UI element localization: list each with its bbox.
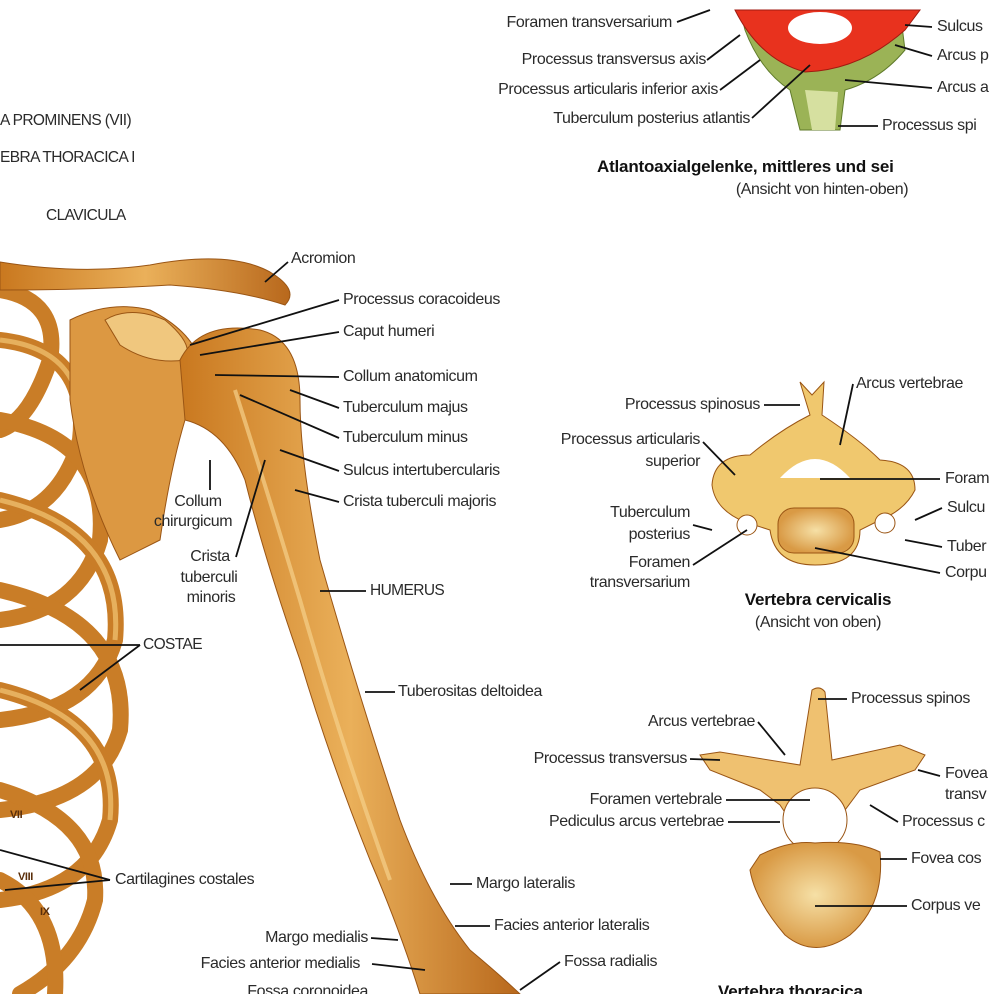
label-cervical-tuberculum: Tuber: [947, 538, 987, 555]
thoracic-vertebra-drawing: [699, 687, 926, 948]
label-processus-spinosus-axis: Processus spi: [882, 117, 977, 134]
label-tuberculum-minus: Tuberculum minus: [343, 429, 468, 446]
label-foramen-transversarium-1: Foramen: [628, 554, 691, 571]
cervical-vertebra-drawing: [711, 380, 916, 566]
label-sulcus: Sulcus: [937, 18, 983, 35]
clavicle-drawing: [0, 258, 291, 306]
label-tuberculum-posterius-atlantis: Tuberculum posterius atlantis: [553, 110, 750, 127]
label-tuberculum-majus: Tuberculum majus: [343, 399, 468, 416]
label-caput-humeri: Caput humeri: [343, 323, 435, 340]
label-facies-anterior-lateralis: Facies anterior lateralis: [494, 917, 650, 934]
label-margo-medialis: Margo medialis: [265, 929, 368, 946]
label-collum-chirurgicum-1: Collum: [174, 493, 222, 510]
label-fossa-coronoidea: Fossa coronoidea: [247, 983, 368, 994]
leader-lines: [0, 9, 943, 991]
label-clavicula: CLAVICULA: [46, 207, 126, 224]
label-cervical-sulcus: Sulcu: [947, 499, 986, 516]
label-pediculus-arcus-vertebrae: Pediculus arcus vertebrae: [549, 813, 724, 830]
label-cervical-corpus: Corpu: [945, 564, 987, 581]
label-cervical-arcus-vertebrae: Arcus vertebrae: [856, 375, 963, 392]
label-cervical-processus-spinosus: Processus spinosus: [624, 396, 760, 413]
label-processus-coracoideus: Processus coracoideus: [343, 291, 501, 308]
label-tuberculum-posterius-1: Tuberculum: [610, 504, 690, 521]
label-collum-chirurgicum-2: chirurgicum: [153, 513, 233, 530]
label-tuberculum-posterius-2: posterius: [628, 526, 691, 543]
label-foramen-transversarium-atlas: Foramen transversarium: [506, 14, 673, 31]
label-foramen-vertebrale: Foramen vertebrale: [589, 791, 723, 808]
humerus-drawing: [179, 327, 521, 994]
cervical-subtitle: (Ansicht von oben): [754, 614, 882, 631]
label-processus-transversus: Processus transversus: [533, 750, 688, 767]
label-fovea-costalis: Fovea cos: [911, 850, 982, 867]
label-humerus: HUMERUS: [370, 582, 445, 599]
label-processus-articularis-inferior-axis: Processus articularis inferior axis: [498, 81, 718, 98]
label-corpus-vertebrae: Corpus ve: [911, 897, 981, 914]
label-processus-c: Processus c: [902, 813, 985, 830]
label-arcus-posterior: Arcus p: [937, 47, 989, 64]
label-acromion: Acromion: [291, 250, 356, 267]
label-processus-transversus-axis: Processus transversus axis: [521, 51, 707, 68]
atlantoaxial-joint-drawing: [734, 9, 921, 131]
rib-numeral-viii: VIII: [18, 871, 33, 883]
label-thoracic-processus-spinosus: Processus spinos: [851, 690, 970, 707]
label-collum-anatomicum: Collum anatomicum: [343, 368, 478, 385]
label-proc-articularis-2: superior: [645, 453, 700, 470]
label-crista-minoris-3: minoris: [186, 589, 236, 606]
label-tuberositas-deltoidea: Tuberositas deltoidea: [398, 683, 542, 700]
label-vertebra-prominens: A PROMINENS (VII): [0, 112, 132, 129]
label-fovea-transv-2: transv: [945, 786, 987, 803]
label-costae: COSTAE: [143, 636, 203, 653]
cervical-title: Vertebra cervicalis: [744, 590, 892, 609]
label-crista-minoris-2: tuberculi: [180, 569, 238, 586]
label-vertebra-thoracica-i: EBRA THORACICA I: [0, 149, 135, 166]
label-sulcus-intertubercularis: Sulcus intertubercularis: [343, 462, 500, 479]
label-facies-anterior-medialis: Facies anterior medialis: [200, 955, 361, 972]
label-crista-tuberculi-majoris: Crista tuberculi majoris: [343, 493, 497, 510]
scapula-drawing: [69, 306, 201, 561]
label-margo-lateralis: Margo lateralis: [476, 875, 575, 892]
label-crista-minoris-1: Crista: [190, 548, 230, 565]
label-proc-articularis-1: Processus articularis: [560, 431, 701, 448]
label-thoracic-arcus-vertebrae: Arcus vertebrae: [648, 713, 755, 730]
label-fovea-transv-1: Fovea: [945, 765, 988, 782]
rib-numeral-ix: IX: [40, 906, 50, 918]
thoracic-title: Vertebra thoracica: [718, 982, 863, 994]
label-cervical-foramen: Foram: [945, 470, 990, 487]
label-cartilagines-costales: Cartilagines costales: [115, 871, 255, 888]
rib-numeral-vii: VII: [10, 809, 23, 821]
label-fossa-radialis: Fossa radialis: [564, 953, 658, 970]
label-arcus-anterior: Arcus a: [937, 79, 989, 96]
atlantoaxial-subtitle: (Ansicht von hinten-oben): [735, 181, 909, 198]
label-foramen-transversarium-2: transversarium: [589, 574, 691, 591]
atlantoaxial-title: Atlantoaxialgelenke, mittleres und sei: [597, 157, 894, 176]
